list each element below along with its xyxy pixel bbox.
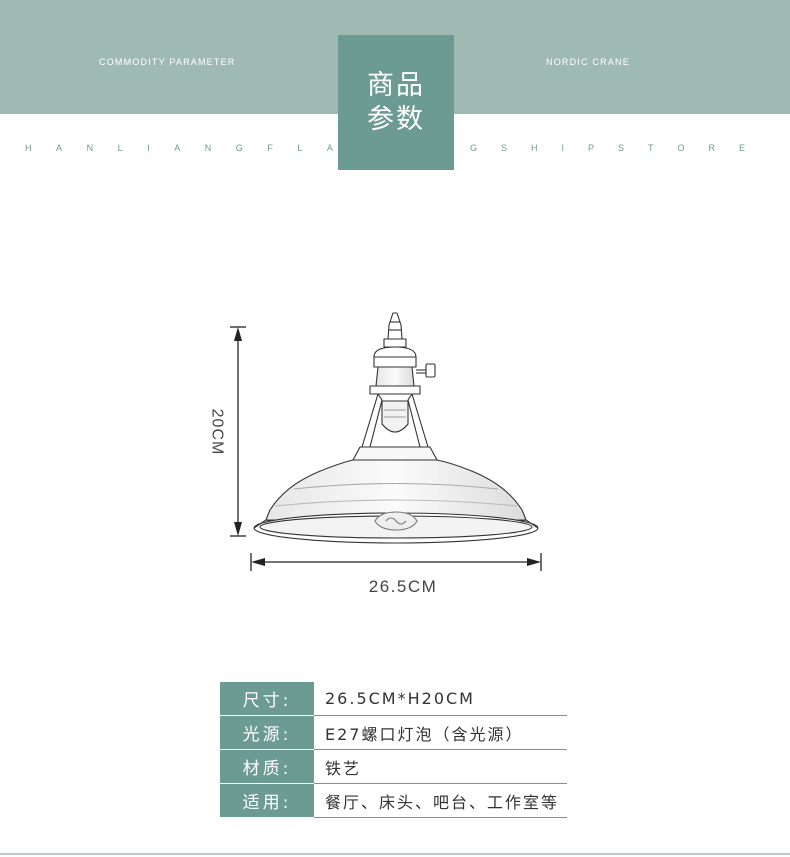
width-dimension-line [250,553,542,571]
store-letter: N [204,143,212,153]
store-letter: T [647,143,654,153]
height-dimension-label: 20CM [200,402,232,462]
spec-row-material: 材质: 铁艺 [220,750,567,784]
store-letter: G [470,143,478,153]
height-dimension-line [230,326,246,537]
section-title-box: 商品 参数 [338,35,454,170]
spec-label: 尺寸: [220,682,314,716]
store-letter: E [738,143,745,153]
store-letter: L [297,143,303,153]
spec-row-light-source: 光源: E27螺口灯泡（含光源） [220,716,567,750]
lamp-diagram [230,312,542,571]
section-title-line1: 商品 [367,69,425,101]
store-letters-right: G S H I P S T O R E [470,143,745,155]
store-letter: A [56,143,63,153]
spec-value: 铁艺 [314,750,567,784]
store-letter: N [86,143,94,153]
header-left-text: COMMODITY PARAMETER [99,57,236,67]
spec-table: 尺寸: 26.5CM*H20CM 光源: E27螺口灯泡（含光源） 材质: 铁艺… [220,682,567,818]
pendant-lamp-sketch [253,312,539,544]
spec-row-size: 尺寸: 26.5CM*H20CM [220,682,567,716]
store-letter: I [147,143,150,153]
store-letter: R [708,143,715,153]
store-letter: S [501,143,508,153]
spec-label: 适用: [220,784,314,818]
store-letter: I [561,143,564,153]
bottom-divider [0,853,790,855]
store-letter: G [235,143,243,153]
store-letter: F [267,143,273,153]
spec-label: 材质: [220,750,314,784]
spec-row-usage: 适用: 餐厅、床头、吧台、工作室等 [220,784,567,818]
header-right-text: NORDIC CRANE [546,57,630,67]
spec-value: E27螺口灯泡（含光源） [314,716,567,750]
store-letter: P [587,143,594,153]
store-letters-left: H A N L I A N G F L A [25,143,333,155]
store-letter: S [617,143,624,153]
width-dimension-label: 26.5CM [368,577,438,596]
store-letter: O [677,143,685,153]
store-letter: H [531,143,538,153]
spec-label: 光源: [220,716,314,750]
section-title-line2: 参数 [367,103,425,135]
store-letter: L [117,143,123,153]
height-label-text: 20CM [208,408,225,456]
store-letter: A [326,143,333,153]
store-letter: H [25,143,32,153]
spec-value: 餐厅、床头、吧台、工作室等 [314,784,567,818]
store-letter: A [174,143,181,153]
spec-value: 26.5CM*H20CM [314,682,567,716]
